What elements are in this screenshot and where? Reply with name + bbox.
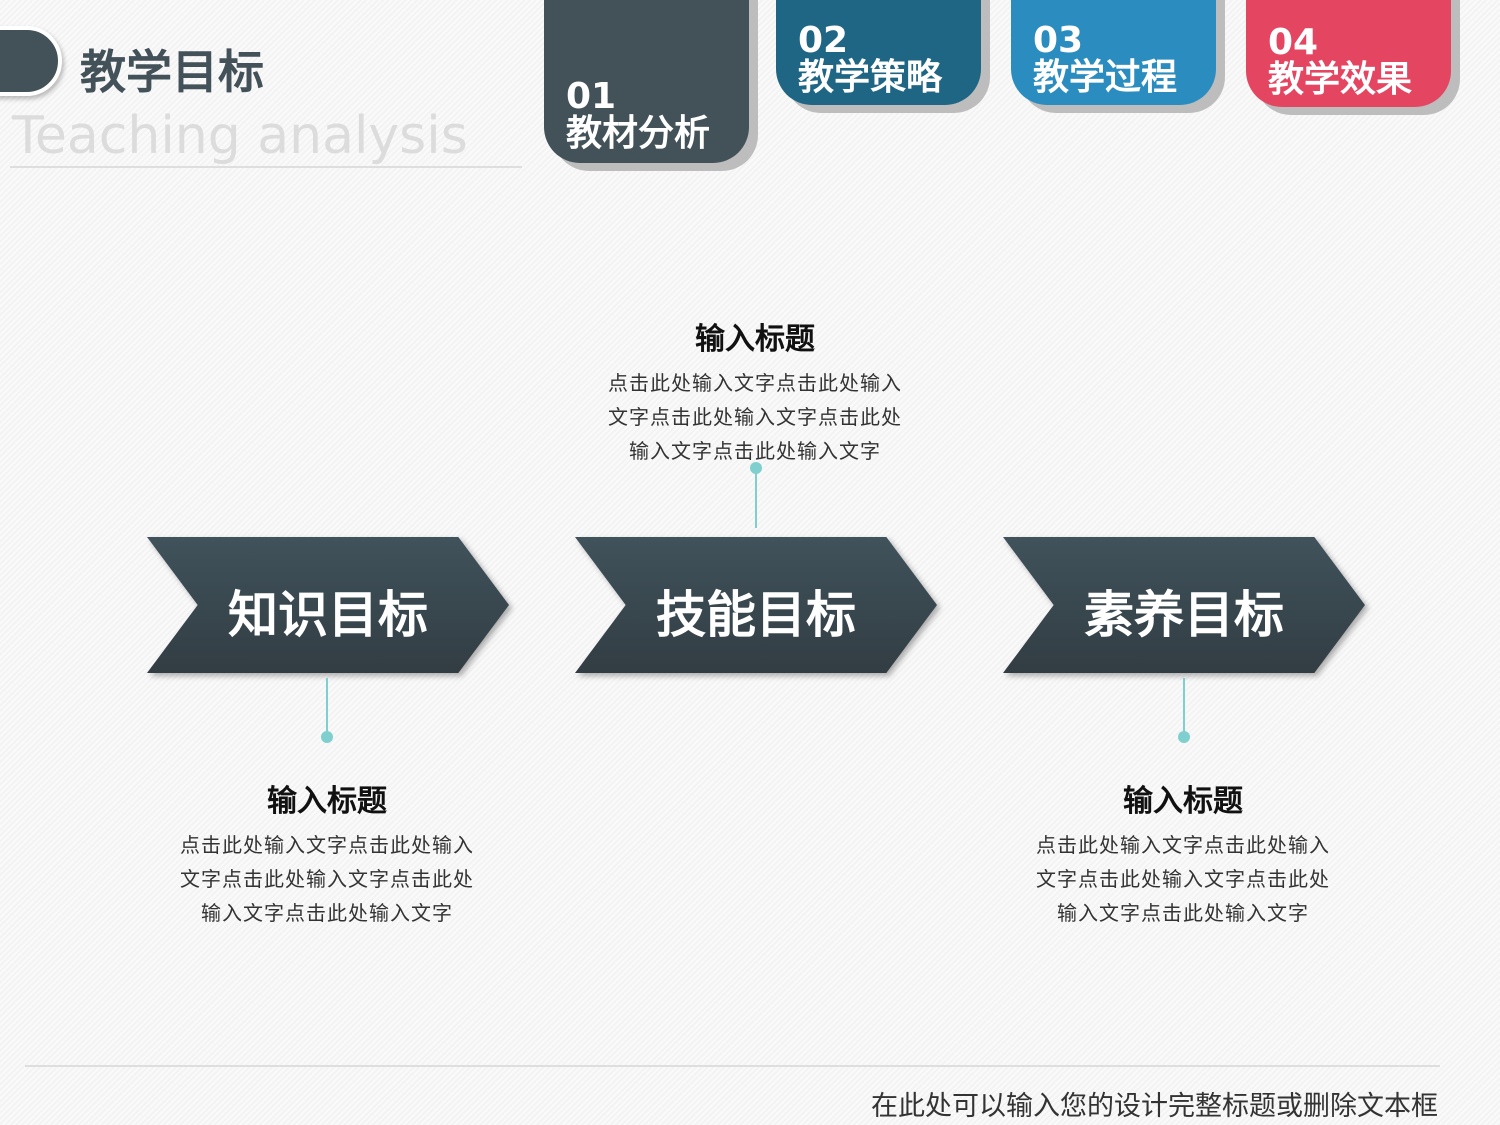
footer-divider — [25, 1065, 1440, 1067]
connector-dot — [321, 731, 333, 743]
tab-number: 01 — [566, 76, 617, 117]
connector-line — [326, 678, 328, 736]
text-block-left[interactable]: 输入标题 点击此处输入文字点击此处输入文字点击此处输入文字点击此处输入文字点击此… — [147, 776, 507, 930]
tab-label: 教学策略 — [798, 57, 943, 98]
tab-number: 02 — [798, 20, 849, 61]
tab-label: 教学过程 — [1033, 57, 1178, 98]
page-subtitle: Teaching analysis — [12, 106, 468, 166]
block-body: 点击此处输入文字点击此处输入文字点击此处输入文字点击此处输入文字点击此处输入文字 — [1036, 833, 1330, 925]
tab-label: 教学效果 — [1268, 59, 1413, 100]
block-title: 输入标题 — [267, 784, 387, 819]
block-body: 点击此处输入文字点击此处输入文字点击此处输入文字点击此处输入文字点击此处输入文字 — [180, 833, 474, 925]
text-block-right[interactable]: 输入标题 点击此处输入文字点击此处输入文字点击此处输入文字点击此处输入文字点击此… — [1003, 776, 1363, 930]
connector-line — [755, 470, 757, 528]
title-pill-decoration — [0, 26, 62, 96]
block-body: 点击此处输入文字点击此处输入文字点击此处输入文字点击此处输入文字点击此处输入文字 — [608, 371, 902, 463]
chevron-knowledge-goal: 知识目标 — [147, 537, 509, 673]
tab-01[interactable]: 01 教材分析 — [544, 0, 749, 163]
tab-04[interactable]: 04 教学效果 — [1246, 0, 1451, 107]
block-title: 输入标题 — [1123, 784, 1243, 819]
tab-label: 教材分析 — [566, 113, 711, 154]
tab-number: 03 — [1033, 20, 1084, 61]
block-title: 输入标题 — [695, 322, 815, 357]
title-divider — [10, 166, 522, 168]
tab-03[interactable]: 03 教学过程 — [1011, 0, 1216, 105]
page-title: 教学目标 — [80, 45, 264, 99]
footer-text[interactable]: 在此处可以输入您的设计完整标题或删除文本框 — [871, 1091, 1438, 1122]
text-block-center[interactable]: 输入标题 点击此处输入文字点击此处输入文字点击此处输入文字点击此处输入文字点击此… — [575, 314, 935, 468]
chevron-literacy-goal: 素养目标 — [1003, 537, 1365, 673]
connector-dot — [1178, 731, 1190, 743]
tab-number: 04 — [1268, 22, 1319, 63]
connector-dot — [750, 462, 762, 474]
connector-line — [1183, 678, 1185, 736]
chevron-skill-goal: 技能目标 — [575, 537, 937, 673]
tab-02[interactable]: 02 教学策略 — [776, 0, 981, 105]
